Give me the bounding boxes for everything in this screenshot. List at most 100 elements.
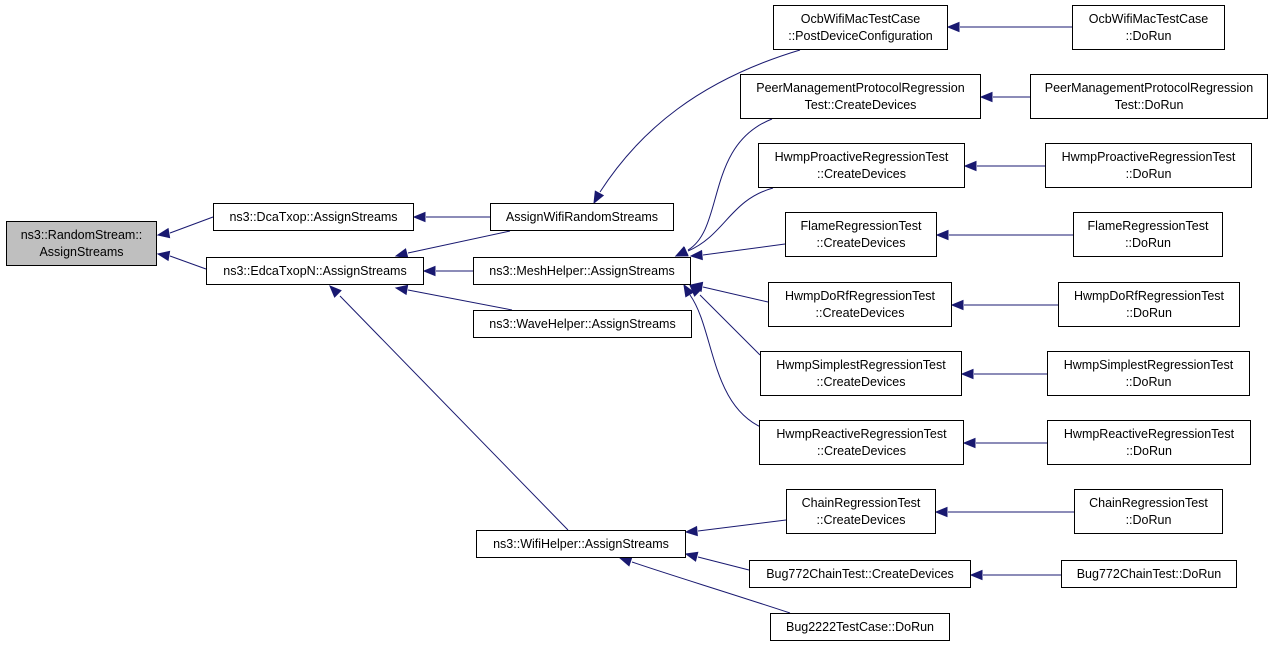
node-label-line: ns3::EdcaTxopN::AssignStreams (223, 263, 407, 278)
node-flcd[interactable]: FlameRegressionTest::CreateDevices (785, 212, 937, 257)
node-label-line: ::CreateDevices (817, 166, 906, 181)
edge-arrowhead (329, 285, 342, 298)
node-label-line: ::CreateDevices (816, 512, 906, 527)
edge-wifi-to-edca (339, 295, 569, 531)
node-label-line: HwmpSimplestRegressionTest (1063, 357, 1234, 372)
node-mesh[interactable]: ns3::MeshHelper::AssignStreams (473, 257, 691, 285)
node-label-line: HwmpReactiveRegressionTest (776, 426, 947, 441)
edge-chcd-to-wifi (697, 519, 787, 532)
edge-arrowhead (412, 211, 426, 223)
edge-arrowhead (156, 227, 171, 239)
node-label-line: ::DoRun (1125, 166, 1172, 181)
node-b772run[interactable]: Bug772ChainTest::DoRun (1061, 560, 1237, 588)
node-hprun[interactable]: HwmpProactiveRegressionTest::DoRun (1045, 143, 1252, 188)
edge-arrowhead (962, 437, 976, 449)
node-label-line: HwmpProactiveRegressionTest (774, 149, 949, 164)
node-label-line: ns3::RandomStream:: (20, 227, 143, 242)
edge-hdcd-to-mesh (702, 286, 769, 303)
node-label-line: Bug772ChainTest::DoRun (1076, 566, 1222, 581)
edge-arrowhead (684, 551, 699, 562)
node-rs: ns3::RandomStream::AssignStreams (6, 221, 157, 266)
node-label-line: ::CreateDevices (816, 235, 906, 250)
node-label-line: Bug2222TestCase::DoRun (785, 619, 934, 634)
edge-pmpcd-to-mesh (687, 118, 773, 251)
node-b772cd[interactable]: Bug772ChainTest::CreateDevices (749, 560, 971, 588)
node-wifi[interactable]: ns3::WifiHelper::AssignStreams (476, 530, 686, 558)
edge-b772cd-to-wifi (697, 556, 750, 571)
node-label-line: Test::CreateDevices (804, 97, 917, 112)
node-ocbpdc[interactable]: OcbWifiMacTestCase::PostDeviceConfigurat… (773, 5, 948, 50)
node-label-line: ::DoRun (1125, 235, 1171, 250)
node-b2222[interactable]: Bug2222TestCase::DoRun (770, 613, 950, 641)
edge-edca-to-rs (169, 255, 207, 270)
node-chcd[interactable]: ChainRegressionTest::CreateDevices (786, 489, 936, 534)
node-label-line: ::CreateDevices (817, 443, 906, 458)
node-label-line: ns3::WifiHelper::AssignStreams (493, 536, 669, 551)
edge-ocbpdc-to-awrs (599, 49, 801, 193)
node-label-line: OcbWifiMacTestCase (1088, 11, 1209, 26)
node-label-line: PeerManagementProtocolRegression (756, 80, 965, 95)
node-label-line: ChainRegressionTest (1089, 495, 1208, 510)
node-label-line: AssignWifiRandomStreams (505, 209, 659, 224)
edge-arrowhead (689, 284, 702, 297)
node-label-line: ::DoRun (1125, 512, 1172, 527)
edge-wave-to-edca (407, 289, 513, 311)
node-hpcd[interactable]: HwmpProactiveRegressionTest::CreateDevic… (758, 143, 965, 188)
node-label-line: ::DoRun (1125, 374, 1172, 389)
node-hdrun[interactable]: HwmpDoRfRegressionTest::DoRun (1058, 282, 1240, 327)
node-hsrun[interactable]: HwmpSimplestRegressionTest::DoRun (1047, 351, 1250, 396)
node-label-line: HwmpProactiveRegressionTest (1061, 149, 1236, 164)
node-edca[interactable]: ns3::EdcaTxopN::AssignStreams (206, 257, 424, 285)
node-label-line: ::DoRun (1126, 305, 1172, 320)
edge-hpcd-to-mesh (687, 187, 774, 252)
node-label-line: Bug772ChainTest::CreateDevices (766, 566, 954, 581)
node-awrs[interactable]: AssignWifiRandomStreams (490, 203, 674, 231)
node-label-line: ns3::WaveHelper::AssignStreams (489, 316, 676, 331)
node-dca[interactable]: ns3::DcaTxop::AssignStreams (213, 203, 414, 231)
node-wave[interactable]: ns3::WaveHelper::AssignStreams (473, 310, 692, 338)
edge-awrs-to-edca (407, 230, 511, 254)
node-label-line: ns3::MeshHelper::AssignStreams (489, 263, 675, 278)
edge-arrowhead (963, 160, 977, 172)
node-hscd[interactable]: HwmpSimplestRegressionTest::CreateDevice… (760, 351, 962, 396)
node-label-line: AssignStreams (39, 244, 124, 259)
node-label-line: ::DoRun (1125, 28, 1172, 43)
edge-dca-to-rs (169, 216, 214, 234)
edge-arrowhead (683, 283, 695, 298)
edge-arrowhead (689, 249, 703, 261)
node-flrun[interactable]: FlameRegressionTest::DoRun (1073, 212, 1223, 257)
node-ocbrun[interactable]: OcbWifiMacTestCase::DoRun (1072, 5, 1225, 50)
edge-arrowhead (156, 250, 171, 262)
node-hrrun[interactable]: HwmpReactiveRegressionTest::DoRun (1047, 420, 1251, 465)
edge-arrowhead (422, 265, 436, 277)
edge-arrowhead (684, 525, 698, 537)
edge-arrowhead (394, 248, 409, 259)
node-label-line: ns3::DcaTxop::AssignStreams (229, 209, 398, 224)
edge-arrowhead (950, 299, 964, 311)
node-chrun[interactable]: ChainRegressionTest::DoRun (1074, 489, 1223, 534)
node-label-line: PeerManagementProtocolRegression (1044, 80, 1254, 95)
node-label-line: ::DoRun (1126, 443, 1172, 458)
node-label-line: ChainRegressionTest (801, 495, 921, 510)
node-label-line: OcbWifiMacTestCase (800, 11, 921, 26)
edge-arrowhead (935, 229, 949, 241)
edge-arrowhead (394, 284, 409, 296)
edge-arrowhead (969, 569, 983, 581)
edge-arrowhead (934, 506, 948, 518)
node-label-line: HwmpDoRfRegressionTest (1073, 288, 1225, 303)
node-label-line: FlameRegressionTest (1087, 218, 1209, 233)
node-label-line: ::CreateDevices (816, 374, 906, 389)
node-hrcd[interactable]: HwmpReactiveRegressionTest::CreateDevice… (759, 420, 964, 465)
edge-arrowhead (979, 91, 993, 103)
node-hdcd[interactable]: HwmpDoRfRegressionTest::CreateDevices (768, 282, 952, 327)
node-label-line: FlameRegressionTest (800, 218, 922, 233)
node-label-line: ::PostDeviceConfiguration (788, 28, 933, 43)
edge-flcd-to-mesh (702, 243, 786, 256)
edge-arrowhead (674, 246, 689, 257)
edge-hrcd-to-mesh (689, 294, 769, 431)
edge-arrowhead (618, 556, 633, 567)
node-label-line: Test::DoRun (1114, 97, 1184, 112)
